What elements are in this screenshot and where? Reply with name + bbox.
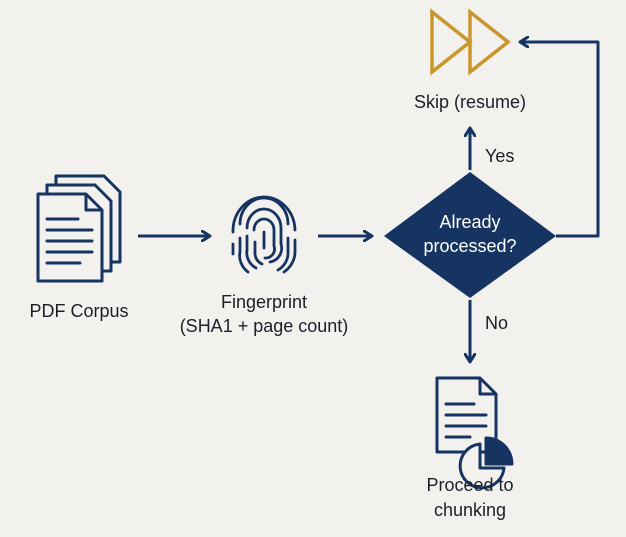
skip-node: Skip (resume) (414, 8, 526, 112)
yes-label: Yes (485, 146, 514, 166)
fast-forward-icon (430, 8, 511, 76)
no-label: No (485, 313, 508, 333)
decision-diamond (384, 172, 556, 298)
fingerprint-icon (231, 195, 297, 274)
decision-sublabel: processed? (423, 236, 516, 256)
fingerprint-label: Fingerprint (221, 292, 307, 312)
decision-label: Already (439, 212, 500, 232)
proceed-sublabel: chunking (434, 500, 506, 520)
document-chart-icon (435, 376, 514, 490)
proceed-node: Proceed to chunking (426, 376, 514, 520)
pdf-corpus-label: PDF Corpus (29, 301, 128, 321)
fingerprint-sublabel: (SHA1 + page count) (180, 316, 349, 336)
stacked-documents-icon (36, 174, 122, 283)
skip-label: Skip (resume) (414, 92, 526, 112)
fingerprint-node: Fingerprint (SHA1 + page count) (180, 195, 349, 336)
proceed-label: Proceed to (426, 475, 513, 495)
loop-back-connector (520, 42, 600, 238)
decision-node: Already processed? (384, 172, 556, 298)
pdf-corpus-node: PDF Corpus (29, 174, 129, 321)
